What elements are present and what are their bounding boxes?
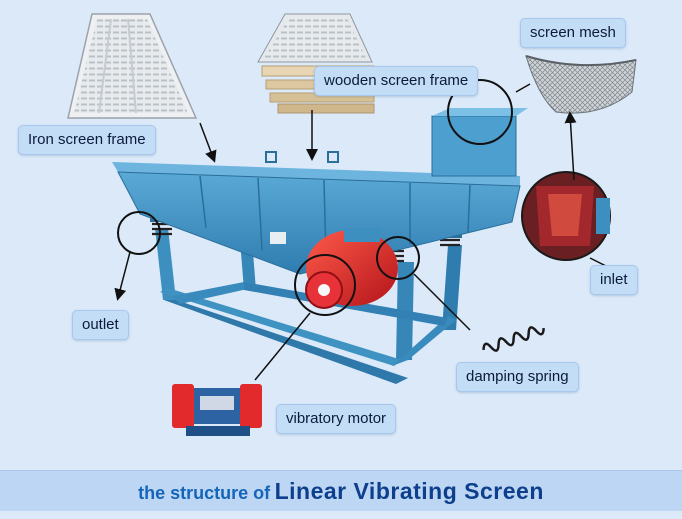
- motor-callout-circle: [294, 254, 356, 316]
- damping-spring-label: damping spring: [456, 362, 579, 392]
- caption-title: Linear Vibrating Screen: [274, 478, 544, 504]
- caption-bar: the structure of Linear Vibrating Screen: [0, 470, 682, 511]
- inlet-label: inlet: [590, 265, 638, 295]
- iron-frame-pointer: [199, 122, 217, 163]
- screen-mesh-label: screen mesh: [520, 18, 626, 48]
- mounted-motor: [305, 228, 398, 309]
- mesh-pointer: [564, 111, 577, 181]
- iron-screen-frame-label: Iron screen frame: [18, 125, 156, 155]
- outlet-callout-circle: [117, 211, 161, 255]
- wooden-screen-frame-image: [257, 13, 375, 114]
- inlet-pointer: [589, 257, 607, 267]
- spring-callout-circle: [376, 236, 420, 280]
- vibratory-motor-image: [172, 384, 262, 436]
- inlet-link-line: [515, 83, 531, 93]
- inlet-callout-circle: [447, 79, 513, 145]
- inlet-detail-image: [521, 171, 611, 261]
- caption-prefix: the structure of: [138, 483, 271, 503]
- iron-screen-frame-image: [67, 13, 198, 119]
- damping-spring-image: [482, 326, 545, 352]
- outlet-label: outlet: [72, 310, 129, 340]
- screen-box-body: [112, 108, 528, 275]
- motor-pointer: [254, 312, 311, 381]
- outlet-pointer: [114, 251, 131, 301]
- screen-mesh-image: [525, 55, 637, 114]
- spring-pointer: [413, 273, 471, 331]
- wooden-screen-frame-label: wooden screen frame: [314, 66, 479, 96]
- vibratory-motor-label: vibratory motor: [276, 404, 397, 434]
